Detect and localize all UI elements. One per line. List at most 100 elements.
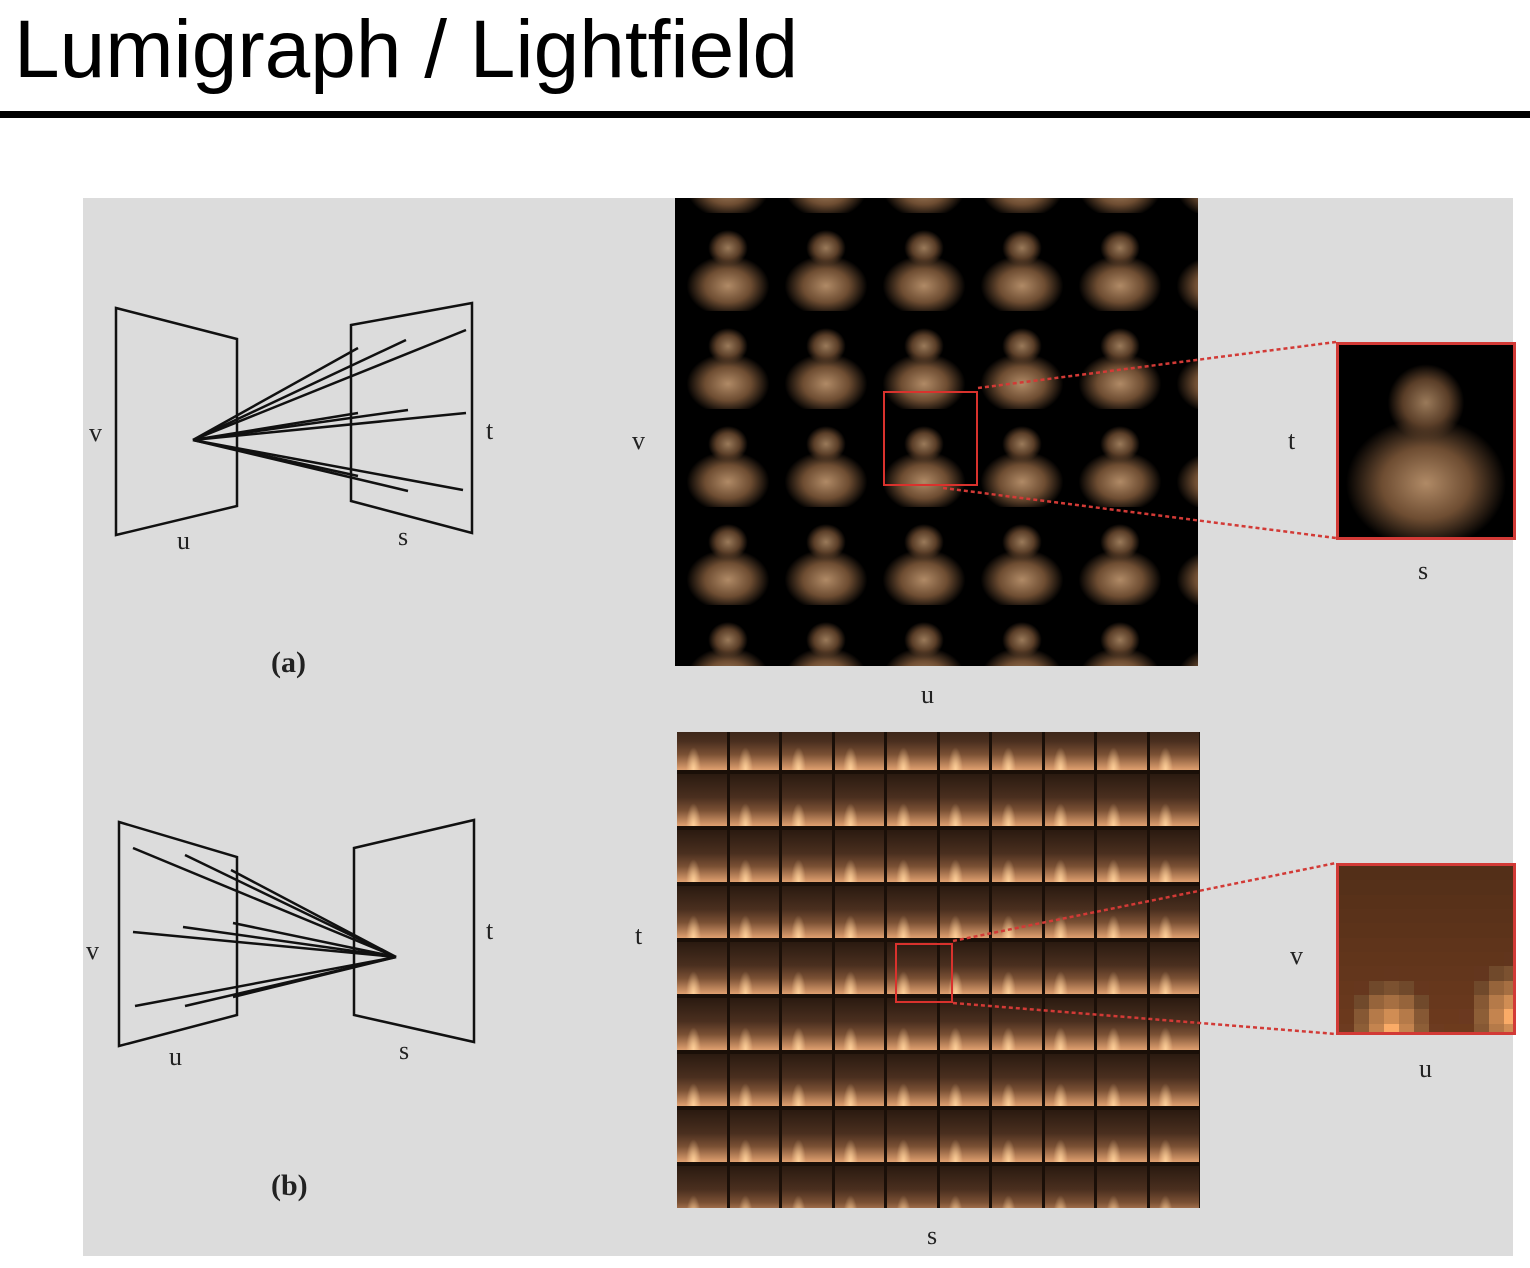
zoom-pixel [1504,952,1513,967]
zoom-pixel [1459,923,1474,939]
st-plane-b [352,818,476,1044]
blurred-tile [992,1110,1042,1162]
zoom-b-u-label: u [1419,1054,1432,1083]
buddha-tile [1173,198,1198,213]
zoom-pixel [1414,966,1429,982]
zoom-pixel [1444,966,1459,982]
zoom-pixel [1444,880,1459,896]
zoom-pixel [1504,995,1513,1010]
blurred-tile [939,942,989,994]
zoom-pixel [1504,909,1513,924]
buddha-tile [977,515,1067,605]
zoom-pixel [1339,966,1354,982]
blurred-tile [1044,830,1094,882]
blurred-tile [939,1054,989,1106]
buddha-tile [1075,515,1165,605]
zoom-pixel [1414,880,1429,896]
zoom-pixel [1369,952,1384,967]
blurred-tile [782,942,832,994]
diagram-a-s-label: s [398,522,409,551]
zoom-pixel [1399,937,1414,953]
zoom-connectors-a [942,340,1337,540]
zoom-pixel [1429,894,1444,910]
blurred-tile [729,942,779,994]
grid-b-s-label: s [927,1221,938,1250]
blurred-image-grid [677,732,1200,1208]
zoom-pixel [1339,909,1354,924]
zoom-pixel [1384,995,1399,1010]
zoom-pixel [1354,909,1369,924]
blurred-tile [782,886,832,938]
zoom-pixel [1414,995,1429,1010]
blurred-tile [939,1166,989,1208]
blurred-tile [887,732,937,770]
zoom-pixel [1354,980,1369,996]
zoom-pixel [1459,880,1474,896]
zoom-pixel [1399,1009,1414,1025]
zoom-pixel [1504,937,1513,953]
buddha-tile [879,319,969,409]
zoom-pixel [1339,1009,1354,1025]
zoom-pixel [1474,880,1489,896]
zoom-pixel [1429,880,1444,896]
blurred-tile [887,1054,937,1106]
zoom-pixel [1429,1023,1444,1032]
blurred-tile [834,732,884,770]
blurred-tile [1097,1166,1147,1208]
zoom-pixel [1399,880,1414,896]
zoom-pixel [1399,1023,1414,1032]
zoom-pixel [1429,866,1444,881]
blurred-tile [834,1054,884,1106]
diagram-b-u-label: u [169,1042,182,1071]
zoom-pixel [1384,880,1399,896]
blurred-tile [939,886,989,938]
zoom-pixel [1369,966,1384,982]
zoom-pixel [1339,923,1354,939]
zoom-pixel [1414,894,1429,910]
zoom-pixel [1354,866,1369,881]
title-divider [0,111,1530,118]
pixel-zoom-view [1336,863,1516,1035]
zoom-pixel [1354,923,1369,939]
zoom-pixel [1429,909,1444,924]
blurred-tile [729,830,779,882]
blurred-tile [887,1110,937,1162]
caption-b: (b) [271,1169,308,1202]
buddha-tile [1173,221,1198,311]
zoom-pixel [1414,980,1429,996]
zoom-pixel [1489,923,1504,939]
rays-a [192,328,467,493]
blurred-tile [782,1110,832,1162]
zoom-pixel [1444,894,1459,910]
buddha-tile [879,198,969,213]
zoom-pixel [1414,923,1429,939]
buddha-tile [1075,221,1165,311]
blurred-tile [1149,1110,1199,1162]
zoom-pixel [1444,1009,1459,1025]
zoom-pixel [1414,866,1429,881]
diagram-a-t-label: t [486,416,494,445]
blurred-tile [939,1110,989,1162]
zoom-pixel [1399,894,1414,910]
rays-b [132,846,397,1008]
buddha-tile [1173,319,1198,409]
blurred-tile [729,886,779,938]
blurred-tile [1097,998,1147,1050]
zoom-pixel [1474,923,1489,939]
buddha-tile [977,221,1067,311]
zoom-pixel [1384,952,1399,967]
zoom-pixel [1459,995,1474,1010]
buddha-tile [683,613,773,666]
zoom-pixel [1354,952,1369,967]
zoom-pixel [1414,1009,1429,1025]
blurred-tile [677,942,727,994]
blurred-tile [834,830,884,882]
grid-a-v-label: v [632,426,645,455]
blurred-tile [1044,732,1094,770]
blurred-tile [1149,774,1199,826]
blurred-tile [1097,886,1147,938]
zoom-pixel [1399,980,1414,996]
blurred-tile [1149,998,1199,1050]
zoom-pixel [1489,880,1504,896]
zoom-pixel [1369,909,1384,924]
